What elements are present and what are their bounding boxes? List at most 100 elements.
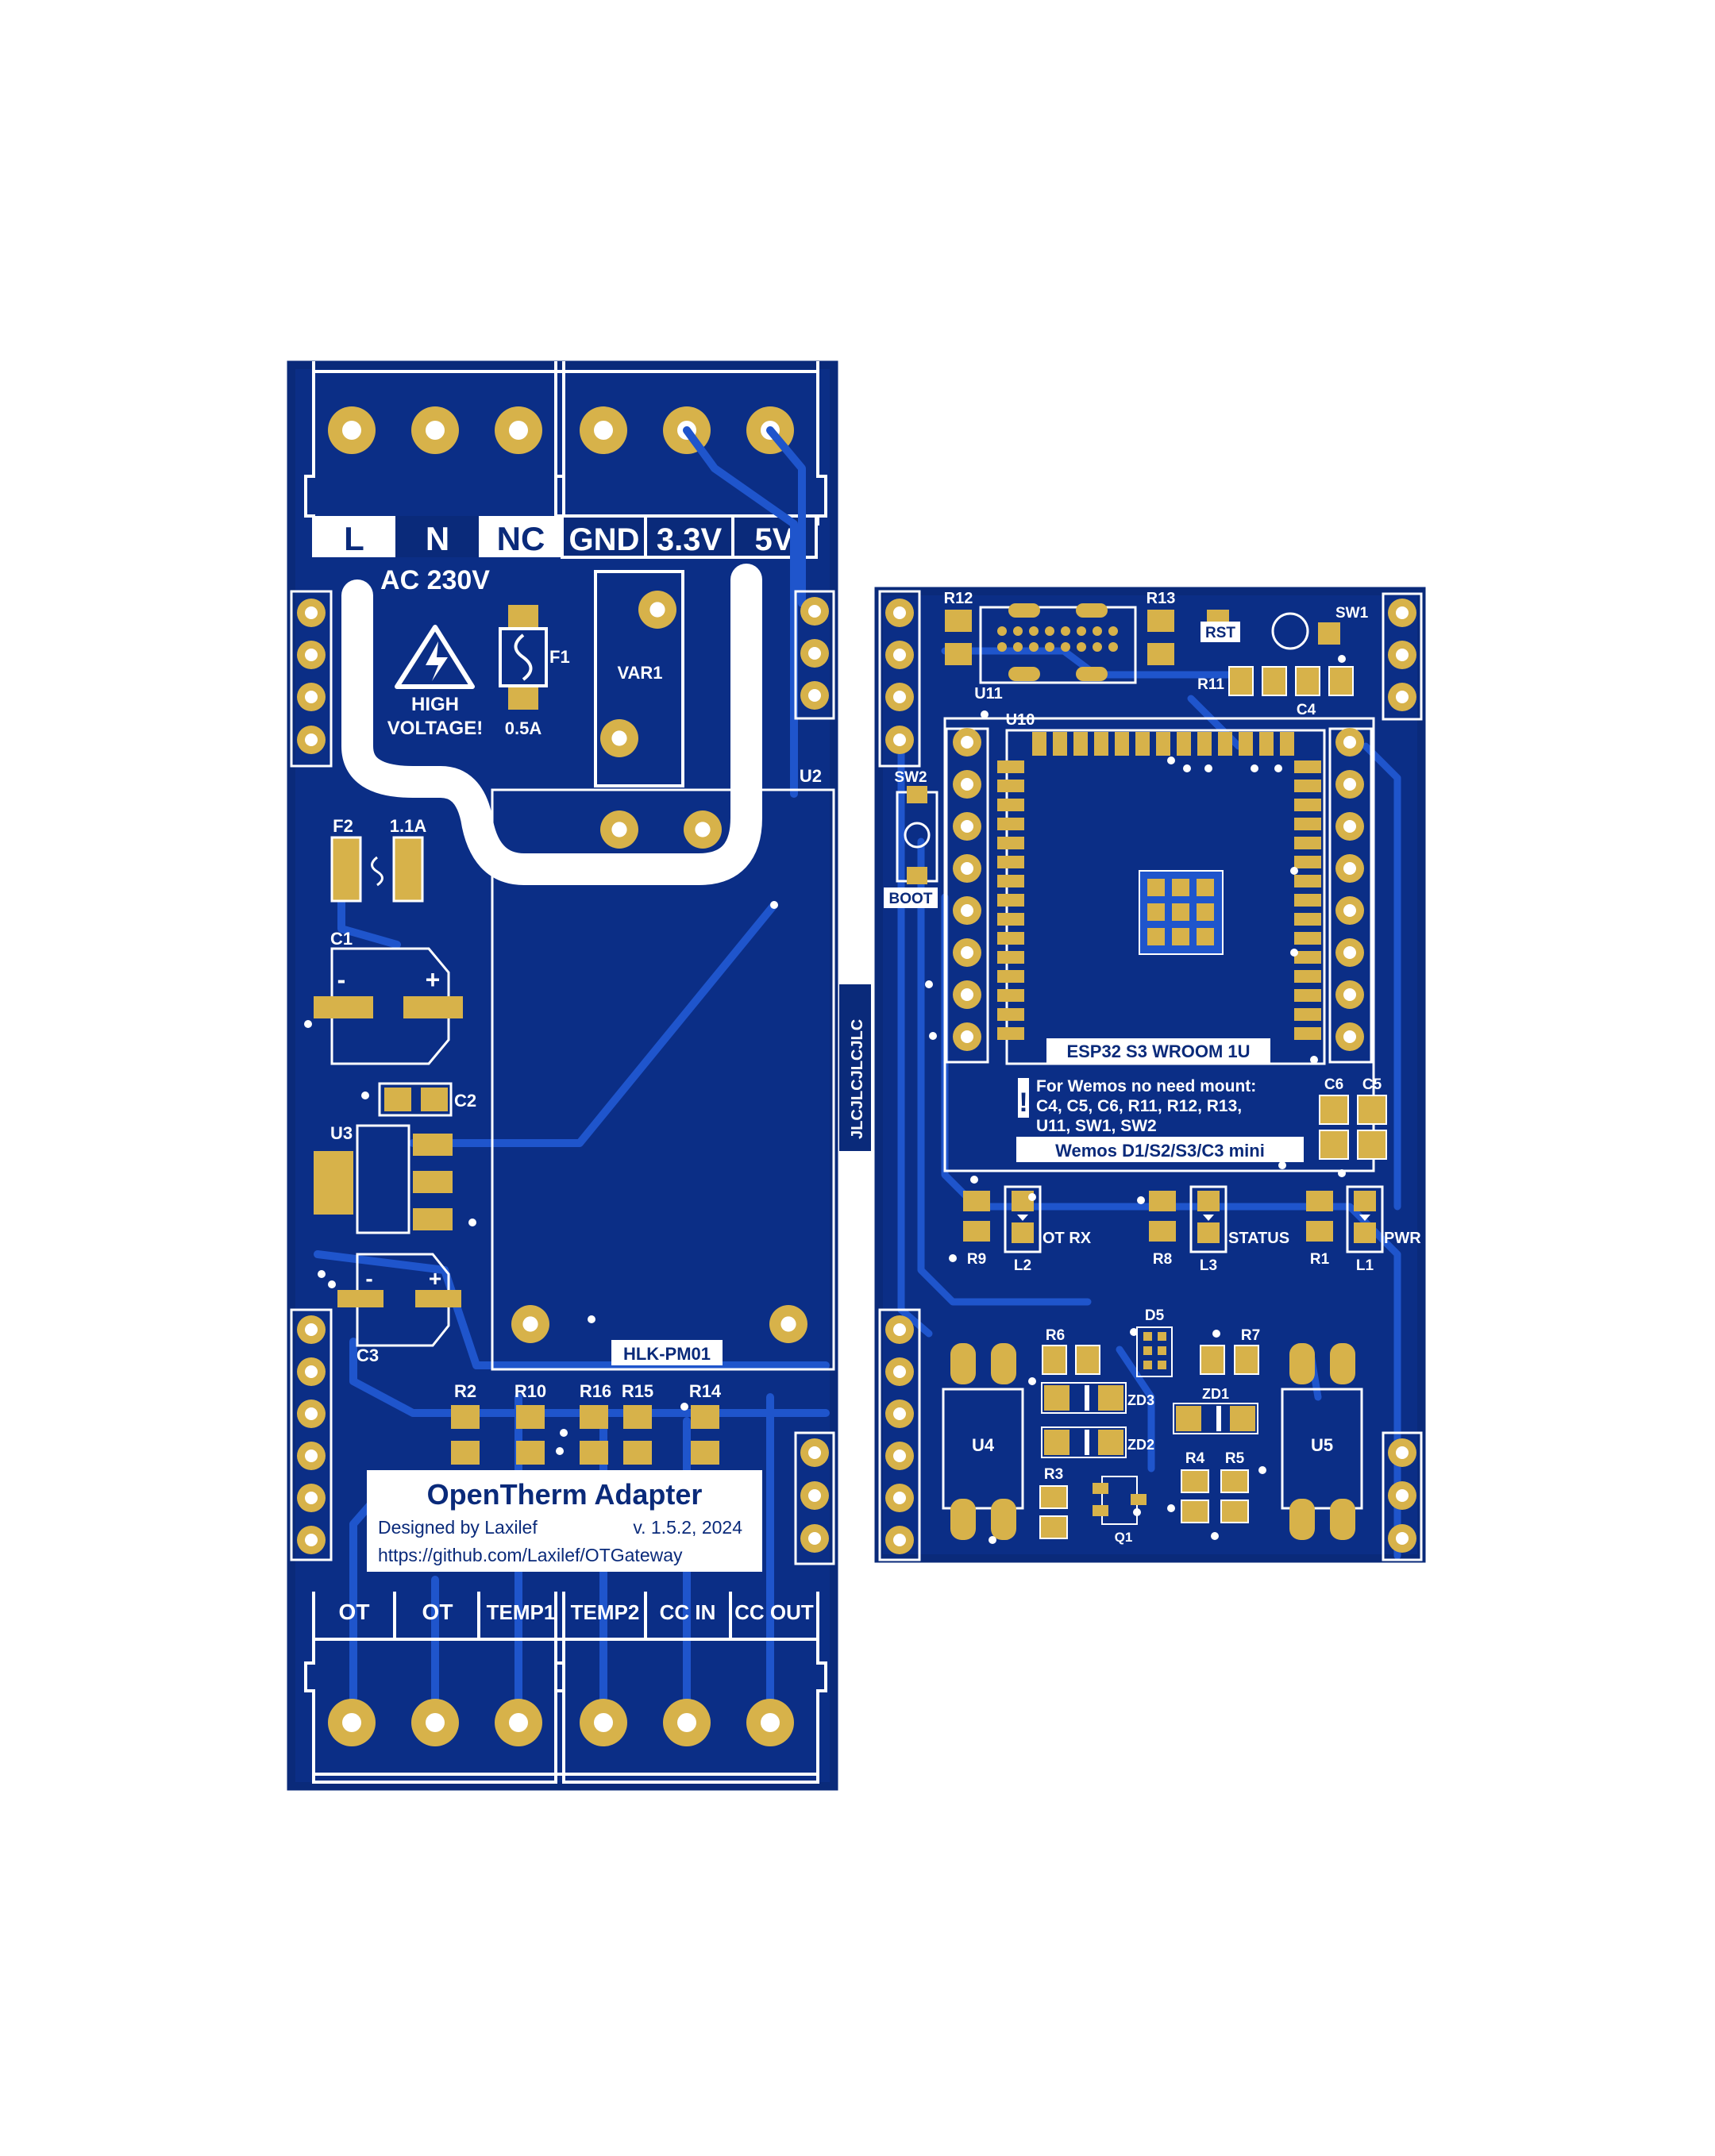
right-vias — [925, 655, 1346, 1544]
capacitor-c2: C2 — [378, 1082, 476, 1117]
r2-label: R2 — [454, 1381, 476, 1401]
fuse-icon — [514, 633, 533, 681]
c1-minus: - — [337, 965, 346, 994]
c1-plus: + — [426, 965, 441, 994]
high-voltage-warning: HIGH VOLTAGE! — [387, 625, 483, 739]
zd3-label: ZD3 — [1127, 1392, 1154, 1408]
isolation-slot — [341, 564, 762, 885]
u11-label: U11 — [974, 685, 1003, 703]
c4-label: C4 — [1297, 702, 1316, 718]
c3-label: C3 — [356, 1346, 379, 1365]
var1-label: VAR1 — [617, 663, 662, 683]
boot-label: BOOT — [889, 891, 933, 907]
jlc-side-text: JLCJLCJLCJLC — [849, 1019, 866, 1139]
bottom-terminal-labels: OT OT TEMP1 TEMP2 CC IN CC OUT — [339, 1600, 814, 1624]
zd2-label: ZD2 — [1127, 1437, 1154, 1453]
wemos-note: ! For Wemos no need mount: C4, C5, C6, R… — [1016, 1077, 1304, 1162]
u4-label: U4 — [972, 1435, 995, 1455]
left-vias — [304, 901, 778, 1455]
u2-label: U2 — [800, 766, 822, 786]
terminal-label-cc-in: CC IN — [660, 1600, 716, 1624]
reset-switch: RST SW1 — [1200, 605, 1369, 650]
sw2-label: SW2 — [894, 769, 927, 786]
sw1-label: SW1 — [1335, 605, 1369, 622]
terminal-label-ot2: OT — [422, 1600, 453, 1624]
d5-label: D5 — [1145, 1307, 1165, 1324]
r15-label: R15 — [622, 1381, 653, 1401]
r1-label: R1 — [1310, 1251, 1330, 1268]
c6-c5: C6 C5 — [1319, 1076, 1387, 1160]
capacitor-c3: C3 - + — [337, 1253, 461, 1365]
r10-label: R10 — [514, 1381, 546, 1401]
note-line2: C4, C5, C6, R11, R12, R13, — [1036, 1097, 1242, 1115]
ac-label: AC 230V — [380, 565, 490, 595]
r14-label: R14 — [689, 1381, 722, 1401]
note-line1: For Wemos no need mount: — [1036, 1077, 1256, 1095]
lightning-icon — [426, 641, 448, 681]
terminal-label-5v: 5V — [755, 522, 794, 557]
r13-label: R13 — [1147, 590, 1176, 607]
left-board: L N NC GND 3.3V 5V AC 230V — [284, 358, 841, 1793]
warning-line2: VOLTAGE! — [387, 718, 483, 739]
f1-ref: F1 — [549, 647, 570, 667]
wemos-label: Wemos D1/S2/S3/C3 mini — [1055, 1141, 1265, 1161]
c2-label: C2 — [454, 1091, 476, 1111]
lower-components: R3 Q1 R4 R5 — [1039, 1450, 1249, 1545]
warning-line1: HIGH — [411, 694, 459, 715]
r16-label: R16 — [580, 1381, 611, 1401]
version-text: v. 1.5.2, 2024 — [633, 1517, 742, 1538]
ot-rx-label: OT RX — [1042, 1230, 1092, 1247]
c3-minus: - — [365, 1266, 372, 1291]
r4-label: R4 — [1185, 1450, 1205, 1467]
l1-label: L1 — [1356, 1257, 1374, 1274]
q1-label: Q1 — [1115, 1530, 1133, 1545]
right-board: R12 R13 U11 RST SW1 R11 C4 — [872, 584, 1428, 1565]
board-title: OpenTherm Adapter — [427, 1478, 703, 1511]
r7-label: R7 — [1241, 1327, 1260, 1344]
repo-url: https://github.com/Laxilef/OTGateway — [378, 1545, 683, 1565]
left-board-headers — [290, 590, 835, 1565]
l3-label: L3 — [1200, 1257, 1217, 1274]
terminal-label-temp1: TEMP1 — [487, 1600, 556, 1624]
c6-label: C6 — [1324, 1076, 1343, 1093]
note-mark-icon: ! — [1019, 1088, 1027, 1118]
r5-label: R5 — [1225, 1450, 1245, 1467]
rst-label: RST — [1205, 625, 1235, 641]
fuse-f2: F2 1.1A — [330, 816, 426, 903]
status-label: STATUS — [1228, 1230, 1289, 1247]
zd1-label: ZD1 — [1202, 1386, 1229, 1402]
optocoupler-u4: U4 — [942, 1343, 1024, 1540]
esp32-label: ESP32 S3 WROOM 1U — [1066, 1041, 1250, 1061]
title-box: OpenTherm Adapter Designed by Laxilef v.… — [367, 1470, 762, 1572]
optocoupler-u5: U5 — [1281, 1343, 1363, 1540]
usb-area: R12 R13 U11 — [944, 590, 1176, 703]
pwr-label: PWR — [1384, 1230, 1421, 1247]
boot-switch: SW2 BOOT — [884, 769, 938, 908]
fuse-f1: F1 0.5A — [499, 605, 570, 738]
c5-label: C5 — [1362, 1076, 1382, 1093]
r3-label: R3 — [1044, 1466, 1063, 1483]
resistor-row: R2 R10 R16 R15 R14 — [451, 1381, 722, 1465]
f2-ref: F2 — [333, 816, 353, 836]
r6-label: R6 — [1046, 1327, 1065, 1344]
wemos-headers — [943, 717, 1375, 1172]
warning-triangle-icon — [395, 625, 475, 689]
r8-label: R8 — [1153, 1251, 1172, 1268]
terminal-label-l: L — [344, 520, 364, 557]
zener-diodes: ZD3 ZD2 ZD1 — [1041, 1382, 1258, 1458]
board-connector-strip: JLCJLCJLCJLC — [839, 984, 871, 1151]
terminal-label-gnd: GND — [569, 522, 640, 557]
r11-c4: R11 C4 — [1197, 666, 1354, 718]
designer-text: Designed by Laxilef — [378, 1517, 538, 1538]
fuse-f2-icon — [371, 856, 383, 887]
u3-label: U3 — [330, 1123, 353, 1143]
mid-components: R6 D5 R7 — [1042, 1307, 1260, 1377]
regulator-u3: U3 — [314, 1123, 453, 1234]
terminal-label-ot1: OT — [339, 1600, 370, 1624]
hlk-label: HLK-PM01 — [623, 1344, 711, 1364]
l2-label: L2 — [1014, 1257, 1031, 1274]
note-line3: U11, SW1, SW2 — [1036, 1117, 1157, 1135]
r11-label: R11 — [1197, 676, 1224, 693]
top-terminal-labels: L N NC GND 3.3V 5V — [312, 514, 818, 559]
